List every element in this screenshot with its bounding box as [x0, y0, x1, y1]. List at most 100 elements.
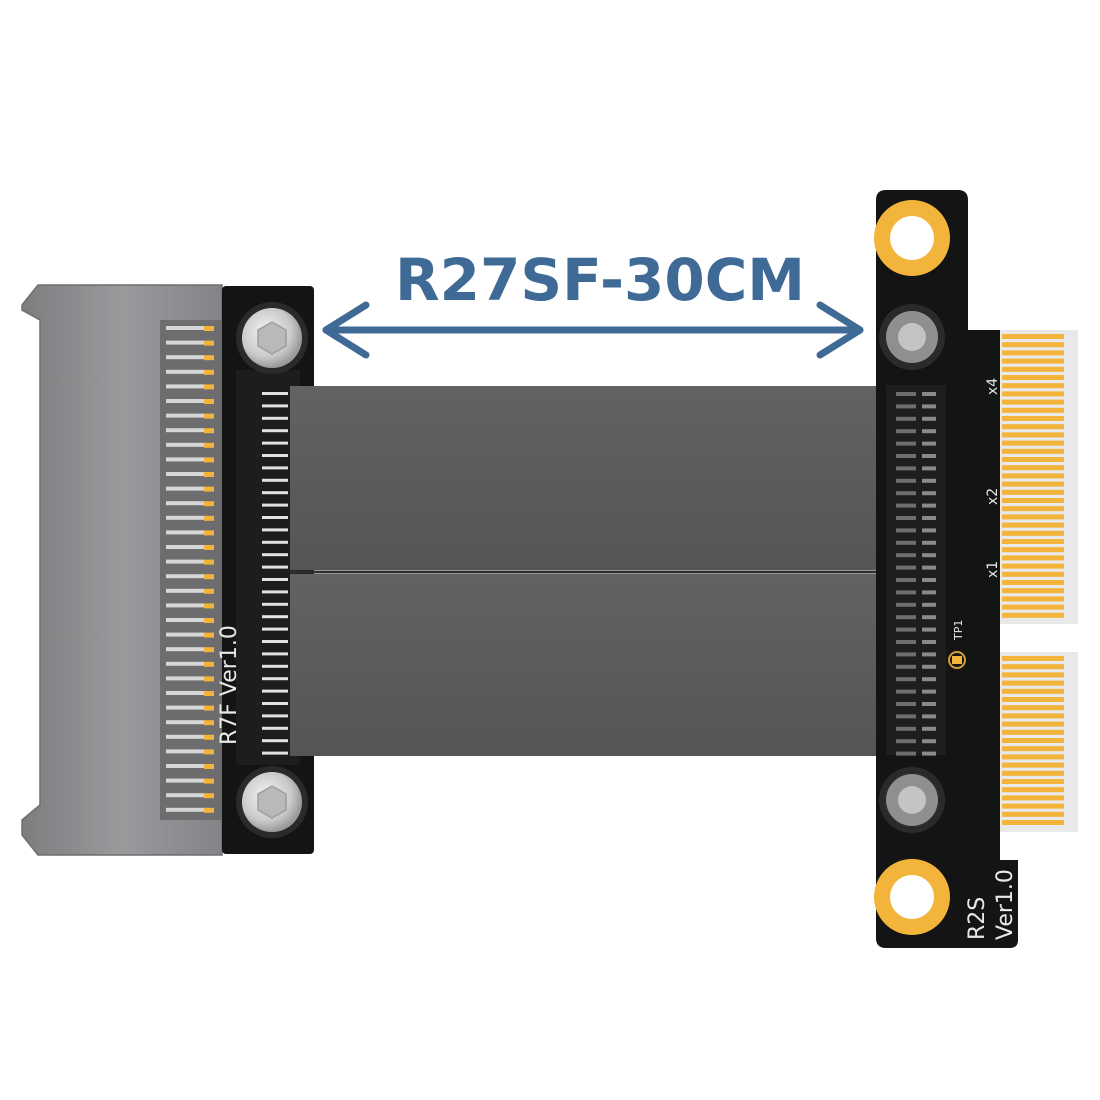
gold-finger — [1002, 473, 1064, 479]
cable-contact — [922, 416, 936, 421]
left-board-label: R7F Ver1.0 — [217, 625, 242, 745]
solder-pad — [204, 588, 214, 594]
test-point-label: TP1 — [952, 620, 965, 641]
cable-contact — [896, 751, 916, 756]
cable-contact — [262, 627, 288, 631]
gold-finger — [1002, 762, 1064, 768]
solder-pad — [204, 545, 214, 550]
cable-contact — [896, 553, 916, 558]
right-bottom-mount-hole — [874, 859, 950, 935]
left-connector-pins — [166, 326, 214, 813]
cable-contact — [262, 516, 288, 519]
connector-pin — [166, 340, 204, 345]
gold-finger — [1002, 399, 1064, 405]
cable-contact — [262, 540, 288, 544]
cable-contact — [922, 590, 936, 595]
solder-pad — [204, 428, 214, 434]
connector-pin — [166, 632, 204, 637]
cable-contact — [896, 528, 916, 533]
cable-contact — [922, 553, 936, 558]
cable-contact — [262, 689, 288, 693]
gold-finger — [1002, 383, 1064, 389]
gold-finger — [1002, 391, 1064, 397]
left-bottom-screw — [236, 766, 308, 838]
cable-contact — [262, 416, 288, 420]
gold-finger — [1002, 795, 1064, 801]
gold-finger — [1002, 440, 1064, 446]
cable-contact — [262, 503, 288, 507]
ribbon-cable — [290, 386, 890, 756]
connector-pin — [166, 661, 204, 666]
solder-pad — [204, 340, 214, 346]
gold-finger — [1002, 779, 1064, 784]
gold-finger — [1002, 680, 1064, 686]
left-board-contacts — [262, 392, 288, 755]
solder-pad — [204, 676, 214, 682]
gold-finger — [1002, 457, 1064, 462]
lane-label-x2: x2 — [985, 488, 1001, 505]
cable-contact — [896, 664, 916, 669]
gold-finger — [1002, 416, 1064, 421]
cable-contact — [922, 565, 936, 570]
connector-pin — [166, 472, 204, 476]
gold-finger — [1002, 375, 1064, 380]
solder-pad — [204, 778, 214, 784]
connector-pin — [166, 588, 204, 593]
cable-contact — [262, 739, 288, 743]
solder-pad — [204, 603, 214, 609]
gold-finger — [1002, 672, 1064, 678]
solder-pad — [204, 807, 214, 813]
solder-pad — [204, 661, 214, 667]
gold-finger — [1002, 563, 1064, 569]
cable-contact — [262, 553, 288, 557]
gold-finger — [1002, 705, 1064, 711]
connector-pin — [166, 603, 204, 608]
connector-pin — [166, 384, 204, 389]
cable-contact — [262, 404, 288, 408]
right-top-screw — [879, 304, 945, 370]
solder-pad — [204, 618, 214, 623]
cable-contact — [922, 751, 936, 756]
cable-contact — [896, 429, 916, 434]
gold-finger — [1002, 342, 1064, 348]
cable-contact — [896, 739, 916, 744]
gold-finger — [1002, 539, 1064, 544]
gold-finger — [1002, 721, 1064, 727]
cable-contact — [896, 491, 916, 496]
cable-contact — [896, 478, 916, 483]
connector-pin — [166, 442, 204, 447]
gold-finger — [1002, 820, 1064, 825]
cable-contact — [922, 726, 936, 731]
cable-contact — [262, 590, 288, 594]
solder-pad — [204, 501, 214, 507]
cable-contact — [922, 652, 936, 657]
solder-pad — [204, 442, 214, 448]
connector-pin — [166, 369, 204, 374]
connector-pin — [166, 530, 204, 535]
cable-contact — [262, 702, 288, 705]
solder-pad — [204, 384, 214, 390]
cable-contact — [262, 441, 288, 445]
pcie-gold-fingers — [1000, 330, 1078, 832]
connector-pin — [166, 618, 204, 622]
connector-pin — [166, 457, 204, 462]
connector-pin — [166, 647, 204, 652]
connector-pin — [166, 486, 204, 491]
gold-finger — [1002, 530, 1064, 536]
cable-contact — [922, 640, 936, 644]
right-board-model: R2S — [965, 897, 990, 940]
cable-contact — [922, 714, 936, 719]
cable-contact — [896, 714, 916, 719]
gold-finger — [1002, 580, 1064, 585]
cable-contact — [262, 528, 288, 532]
connector-pin — [166, 807, 204, 812]
connector-pin — [166, 705, 204, 710]
cable-contact — [896, 615, 916, 620]
cable-contact — [262, 652, 288, 656]
cable-contact — [896, 503, 916, 508]
solder-pad — [204, 515, 214, 521]
gold-finger — [1002, 746, 1064, 752]
connector-pin — [166, 676, 204, 681]
gold-finger — [1002, 811, 1064, 817]
